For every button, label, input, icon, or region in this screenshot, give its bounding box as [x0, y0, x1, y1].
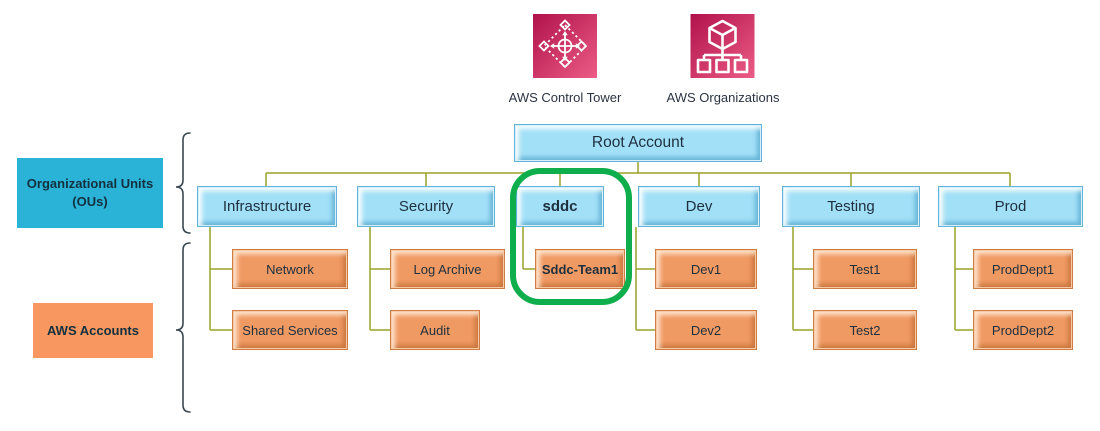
aws-control-tower-label: AWS Control Tower	[508, 90, 622, 105]
account-box-dev2: Dev2	[655, 310, 757, 350]
aws-control-tower-icon	[533, 14, 597, 78]
ou-legend-line2: (OUs)	[72, 194, 108, 209]
organizational-units-legend: Organizational Units (OUs)	[17, 158, 163, 228]
account-box-proddept1: ProdDept1	[973, 249, 1073, 289]
ou-box-sddc: sddc	[516, 186, 604, 227]
aws-accounts-legend: AWS Accounts	[33, 303, 153, 358]
ou-box-security: Security	[357, 186, 495, 227]
ou-box-testing: Testing	[782, 186, 920, 227]
ou-box-dev: Dev	[638, 186, 760, 227]
account-box-test2: Test2	[813, 310, 917, 350]
aws-organizations-label: AWS Organizations	[666, 90, 780, 105]
aws-organizations-icon	[690, 14, 755, 78]
account-box-audit: Audit	[390, 310, 480, 350]
account-box-dev1: Dev1	[655, 249, 757, 289]
ou-brace	[175, 132, 191, 234]
account-box-log-archive: Log Archive	[390, 249, 505, 289]
ou-legend-line1: Organizational Units	[26, 176, 154, 192]
sddc-highlight-ring	[510, 168, 632, 305]
ou-box-prod: Prod	[938, 186, 1083, 227]
account-box-network: Network	[232, 249, 348, 289]
accounts-brace	[175, 242, 191, 413]
account-box-test1: Test1	[813, 249, 917, 289]
ou-box-infrastructure: Infrastructure	[197, 186, 337, 227]
account-box-shared-services: Shared Services	[232, 310, 348, 350]
root-account-box: Root Account	[514, 124, 762, 162]
account-box-proddept2: ProdDept2	[973, 310, 1073, 350]
